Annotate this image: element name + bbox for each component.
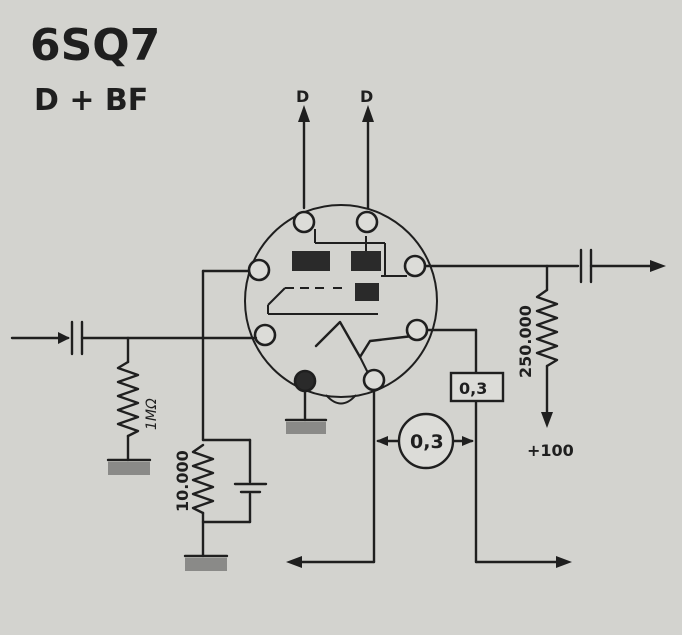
grid-resistor	[106, 336, 152, 475]
input-line	[10, 320, 258, 356]
diode-output-right	[362, 105, 374, 210]
tube-envelope	[244, 204, 438, 405]
cathode-branch	[183, 269, 268, 571]
heater-voltage-circle	[397, 412, 455, 470]
heater-current-box-label: 0,3	[459, 379, 487, 398]
heater-current-box	[449, 371, 505, 403]
plate-resistor-label: 250.000	[516, 305, 535, 378]
cathode-resistor-label: 10.000	[173, 450, 192, 512]
supply-voltage-label: +100	[527, 441, 574, 460]
diode-output-right-label: D	[360, 87, 373, 106]
tube-ground	[284, 389, 328, 434]
heater-voltage-circle-label: 0,3	[410, 431, 444, 453]
tube-pins	[247, 210, 429, 393]
diode-output-left	[298, 105, 310, 210]
tube-electrodes	[267, 229, 415, 374]
plate-circuit	[423, 248, 666, 428]
tube-subtitle: D + BF	[34, 83, 148, 118]
tube-title: 6SQ7	[30, 20, 160, 71]
heater-leads	[286, 328, 572, 568]
grid-resistor-label: 1MΩ	[144, 398, 160, 430]
diode-output-left-label: D	[296, 87, 309, 106]
